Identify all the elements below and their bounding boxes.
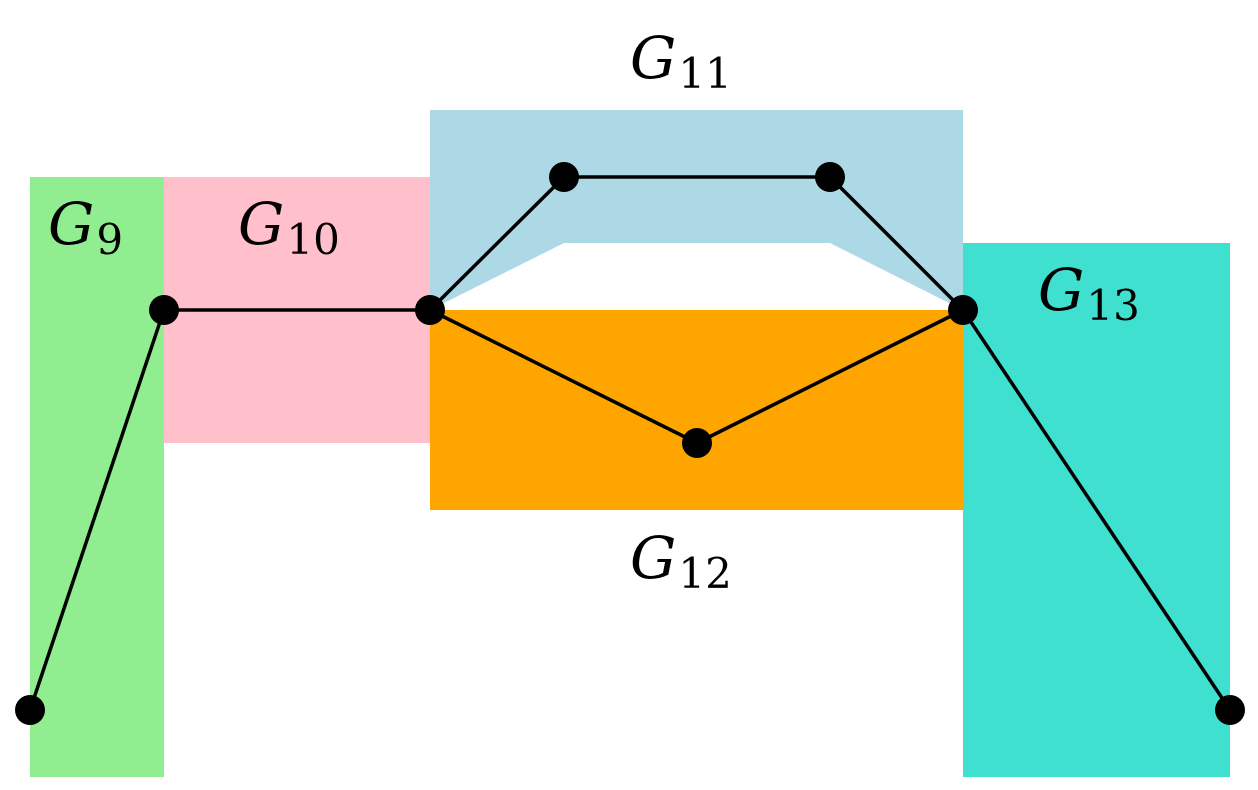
node — [149, 295, 179, 325]
region-g11-label: G11 — [630, 24, 732, 98]
region-g12-shape — [430, 310, 963, 510]
edge — [696, 308, 964, 445]
edge — [828, 175, 965, 312]
node — [549, 162, 579, 192]
nodes — [15, 162, 1245, 725]
region-g13-label: G13 — [1038, 256, 1140, 330]
region-g9-label: G9 — [48, 190, 123, 264]
node — [415, 295, 445, 325]
edge — [428, 175, 566, 312]
node — [682, 428, 712, 458]
region-g11-shape — [430, 110, 963, 310]
region-g9-shape — [30, 177, 164, 777]
edges — [28, 175, 1232, 711]
edge — [429, 308, 698, 445]
node — [1215, 695, 1245, 725]
node — [15, 695, 45, 725]
region-g12-label: G12 — [630, 524, 732, 598]
edge — [28, 309, 166, 711]
node — [815, 162, 845, 192]
node — [948, 295, 978, 325]
region-g10-label: G10 — [238, 190, 340, 264]
edge — [961, 309, 1232, 711]
